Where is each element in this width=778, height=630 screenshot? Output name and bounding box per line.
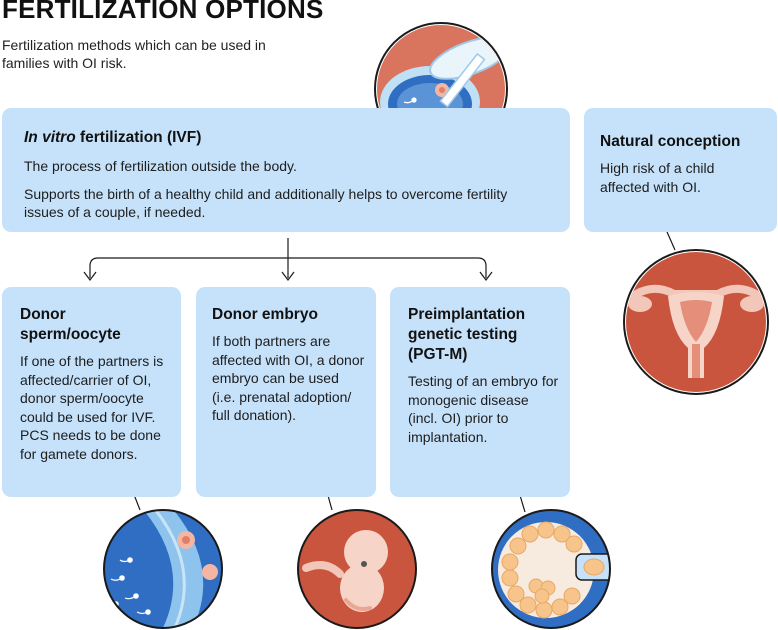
- ivf-title-rest: fertilization (IVF): [75, 129, 202, 146]
- uterus-icon: [623, 249, 769, 395]
- page-subtitle: Fertilization methods which can be used …: [2, 37, 266, 71]
- fetus-icon: [297, 509, 417, 629]
- donor-embryo-text: If both partners are affected with OI, a…: [212, 333, 365, 423]
- pgt-title: Preimplantation genetic testing (PGT-M): [408, 306, 526, 363]
- natural-text: High risk of a child affected with OI.: [600, 160, 715, 195]
- embryo-biopsy-icon: [491, 509, 611, 629]
- ivf-title-italic: In vitro: [24, 129, 76, 146]
- donor-embryo-title: Donor embryo: [212, 306, 318, 323]
- page-title: FERTILIZATION OPTIONS: [2, 0, 324, 24]
- donor-sperm-oocyte-title: Donor sperm/oocyte: [20, 306, 121, 343]
- ivf-box: In vitro fertilization (IVF) The process…: [2, 108, 570, 232]
- donor-sperm-oocyte-box: Donor sperm/oocyte If one of the partner…: [2, 287, 181, 497]
- sperm-and-oocyte-icon: [103, 509, 223, 629]
- natural-title: Natural conception: [600, 133, 741, 150]
- ivf-benefit: Supports the birth of a healthy child an…: [24, 185, 508, 221]
- ivf-title: In vitro fertilization (IVF): [24, 128, 550, 148]
- pgt-box: Preimplantation genetic testing (PGT-M) …: [390, 287, 570, 497]
- donor-embryo-box: Donor embryo If both partners are affect…: [196, 287, 376, 497]
- pgt-text: Testing of an embryo for monogenic disea…: [408, 373, 559, 445]
- natural-conception-box: Natural conception High risk of a child …: [584, 108, 777, 232]
- ivf-description: The process of fertilization outside the…: [24, 158, 297, 174]
- donor-sperm-oocyte-text: If one of the partners is affected/carri…: [20, 353, 164, 462]
